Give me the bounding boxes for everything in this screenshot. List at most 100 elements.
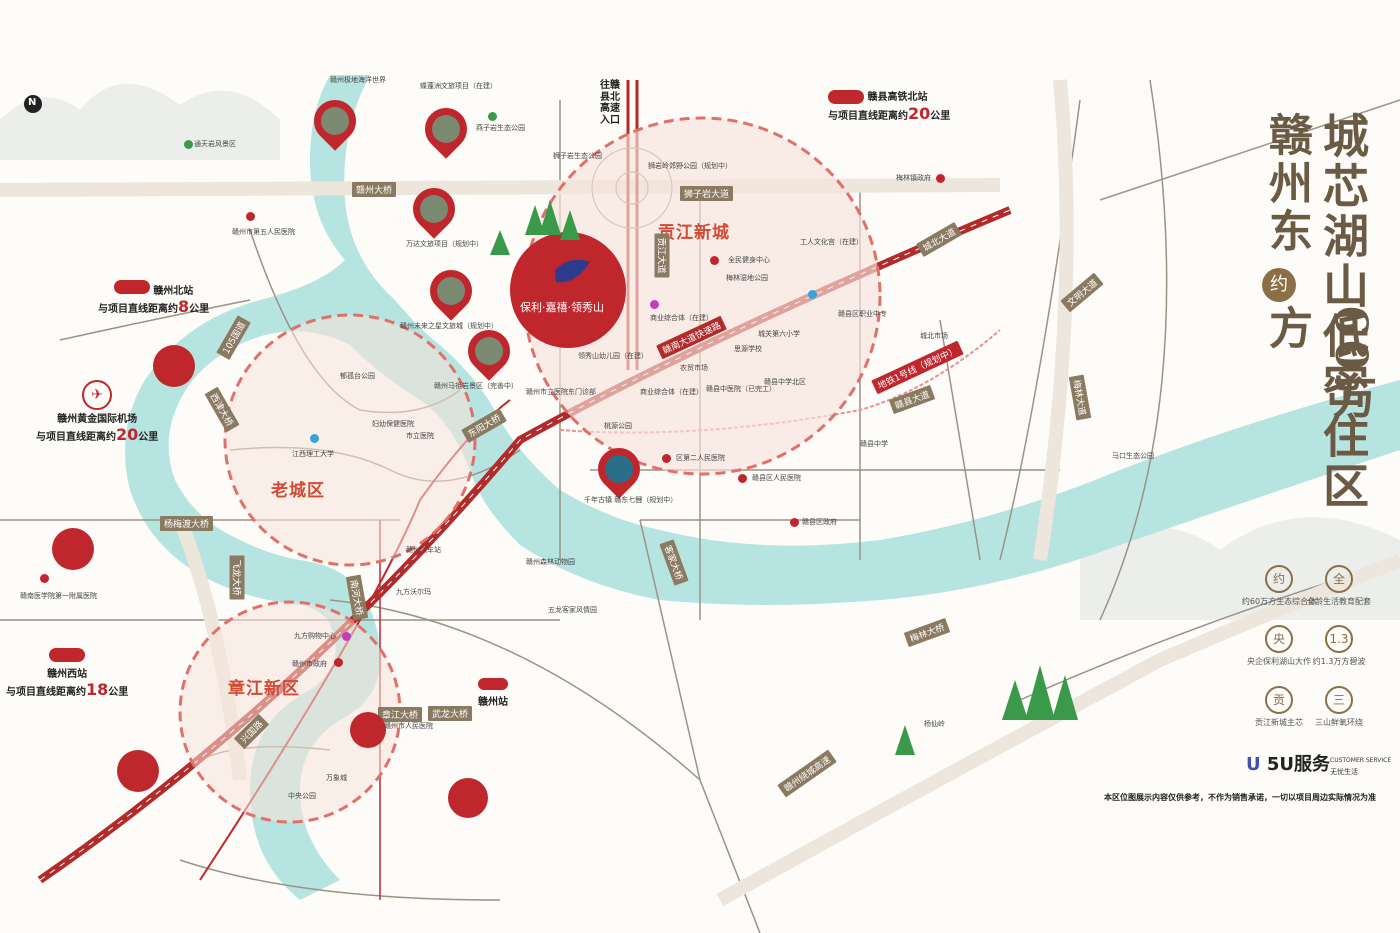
district-gongjiang: 贡江新城 (658, 223, 730, 243)
station-ganzhou-west: 赣州西站 与项目直线距离约18公里 (6, 648, 128, 699)
poi-city-hospital: 赣州市立医院东门诊部 (526, 388, 596, 396)
gongjiang-circle (522, 116, 882, 476)
poi-jiangxi-univ: 江西理工大学 (292, 450, 334, 458)
road-ganzhou-bridge: 赣州大桥 (352, 182, 397, 197)
hospital-icon (40, 574, 49, 583)
feature-2: 全全龄生活教育配套 (1294, 565, 1384, 607)
airplane-icon: ✈ (82, 380, 113, 410)
poi-meilin-gov: 梅林镇政府 (896, 174, 931, 182)
feature-icon: 央 (1265, 625, 1293, 653)
tree-cluster (490, 200, 1078, 755)
feature-icon: 全 (1325, 565, 1353, 593)
poi-commercial-2: 商业综合体（在建） (640, 388, 703, 396)
poi-forest-zoo: 赣州森林动物园 (526, 558, 575, 566)
government-icon (936, 174, 945, 183)
poi-makou-park: 马口生态公园 (1112, 452, 1154, 460)
logo-circle-2 (52, 528, 94, 570)
disclaimer: 本区位图展示内容仅供参考，不作为销售承诺，一切以项目周边实际情况为准 (1104, 793, 1376, 802)
poi-butterfly-island: 蝶蓬洲文旅项目（在建） (420, 82, 497, 90)
station-airport: ✈ 赣州黄金国际机场 与项目直线距离约20公里 (36, 380, 158, 444)
poi-ganxian-middle2: 赣县中学 (860, 440, 888, 448)
headline-col1: 城芯湖山低密住区 (1316, 112, 1370, 512)
feature-3: 央央企保利湖山大作 (1234, 625, 1324, 667)
hospital-icon (662, 454, 671, 463)
train-icon (113, 280, 150, 294)
feature-icon: 约 (1265, 565, 1293, 593)
district-zhangjiang: 章江新区 (228, 679, 300, 699)
poi-medical-college: 赣南医学院第一附属医院 (20, 592, 97, 600)
road-zhangjiang-bridge: 章江大桥 (378, 707, 423, 722)
poi-ganxian-middle: 赣县中学北区 (764, 378, 806, 386)
poi-women-hospital: 妇幼保健医院 (372, 420, 414, 428)
brand-en: CUSTOMER SERVICE (1330, 757, 1392, 764)
park-icon (488, 112, 497, 121)
north-label: N (28, 97, 37, 108)
feature-1: 约约60万方生态综合体 (1234, 565, 1324, 607)
poi-kindergarten: 领秀山幼儿园（在建） (578, 352, 648, 360)
poi-walmart: 九方沃尔玛 (396, 588, 431, 596)
station-ganzhou: 赣州站 (478, 678, 508, 708)
poi-city-gov: 赣州市政府 (292, 660, 327, 668)
headline-col2c: 60万方 (1261, 305, 1376, 423)
road-shiziyan: 狮子岩大道 (680, 186, 734, 201)
logo-circle-5 (448, 778, 488, 818)
metro-line-1 (559, 329, 1001, 434)
school-icon (310, 434, 319, 443)
poi-tcm-hospital: 赣县中医院（已完工） (706, 385, 776, 393)
poi-second-hospital: 区第二人民医院 (676, 454, 725, 462)
poi-chengbei-market: 城北市场 (920, 332, 948, 340)
train-icon (49, 648, 86, 662)
poi-ganxian-gov: 赣县区政府 (802, 518, 837, 526)
feature-icon: 1.3 (1325, 625, 1353, 653)
poi-bus-station: 赣州汽车站 (406, 546, 441, 554)
poi-shizi-park: 狮子岩生态公园 (553, 152, 602, 160)
park-icon (184, 140, 193, 149)
poi-culture-palace: 工人文化宫（在建） (800, 238, 863, 246)
road-feilong: 飞龙大桥 (229, 555, 245, 600)
hospital-icon (246, 212, 255, 221)
headline-col2a: 赣州东 (1261, 112, 1312, 256)
train-icon (828, 90, 864, 104)
poi-fifth-hospital: 赣州市第五人民医院 (232, 228, 295, 236)
feature-icon: 贡 (1265, 686, 1293, 714)
government-icon (334, 658, 343, 667)
highway-entry: 往赣县北高速入口 (600, 80, 620, 126)
road-gongjiang-boulevard: 贡江大道 (654, 233, 670, 278)
poi-yangxianling: 杨仙岭 (924, 720, 945, 728)
logo-circle-4 (350, 712, 386, 748)
logo-circle-1 (153, 345, 195, 387)
headline-badge: 约 (1262, 268, 1296, 302)
poi-tongtianyan: 通天岩风景区 (194, 140, 236, 148)
north-icon (24, 95, 42, 113)
poi-ancient-town: 千年古镇 赣东七鲤（规划中） (584, 496, 678, 504)
poi-ganxian-hospital: 赣县区人民医院 (752, 474, 801, 482)
poi-mazuyan: 赣州马祖岩景区（完善中） (434, 382, 518, 390)
train-icon (478, 678, 508, 690)
brand-slogan: 无忧生活 (1330, 768, 1358, 776)
hospital-icon (738, 474, 747, 483)
poi-siyuan-school: 思源学校 (734, 345, 762, 353)
poi-central-park: 中央公园 (288, 792, 316, 800)
poi-yanzi-park: 燕子岩生态公园 (476, 124, 525, 132)
oldcity-circle (223, 313, 477, 567)
station-ganzhou-north: 赣州北站 与项目直线距离约8公里 (98, 280, 209, 316)
poi-jiufang: 九方购物中心 (294, 632, 336, 640)
poi-fitness: 全民健身中心 (728, 256, 770, 264)
project-logo-circle (510, 232, 626, 348)
project-logo: 保利·嘉禧·领秀山 (520, 301, 604, 314)
brand-u-icon: U (1246, 754, 1261, 775)
logo-circle-3 (117, 750, 159, 792)
district-old-city: 老城区 (271, 481, 325, 501)
poi-wanda: 万达文旅项目（规划中） (406, 240, 483, 248)
mall-icon (342, 632, 351, 641)
feature-6: 三三山鲜氧环绕 (1294, 686, 1384, 728)
poi-hakka-park: 五龙客家风情园 (548, 606, 597, 614)
poi-people-hospital: 赣州市人民医院 (384, 722, 433, 730)
poi-meilin-park: 梅林湿地公园 (726, 274, 768, 282)
station-ganxian-hsr: 赣县高铁北站 与项目直线距离约20公里 (828, 90, 951, 123)
poi-vocational: 赣县区职业中专 (838, 310, 887, 318)
poi-yugutai: 郁孤台公园 (340, 372, 375, 380)
